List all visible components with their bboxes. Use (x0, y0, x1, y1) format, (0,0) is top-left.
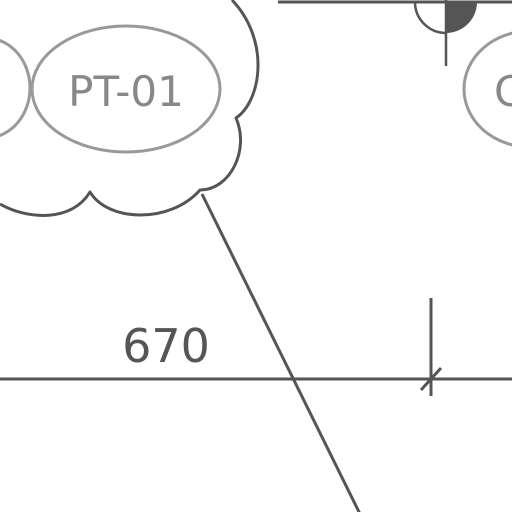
tag-label-pt01: PT-01 (68, 67, 184, 116)
tag-label-right-partial: C (494, 67, 512, 116)
dimension-value: 670 (122, 319, 210, 373)
section-quadrant-icon (413, 0, 477, 66)
revision-cloud (0, 0, 260, 217)
tag-ellipse-left-partial (0, 39, 32, 137)
tag-ellipse-pt01 (30, 24, 222, 154)
dimension-tick-icon (419, 366, 443, 392)
leader-line (200, 193, 361, 512)
tag-ellipse-right-partial (462, 31, 512, 147)
